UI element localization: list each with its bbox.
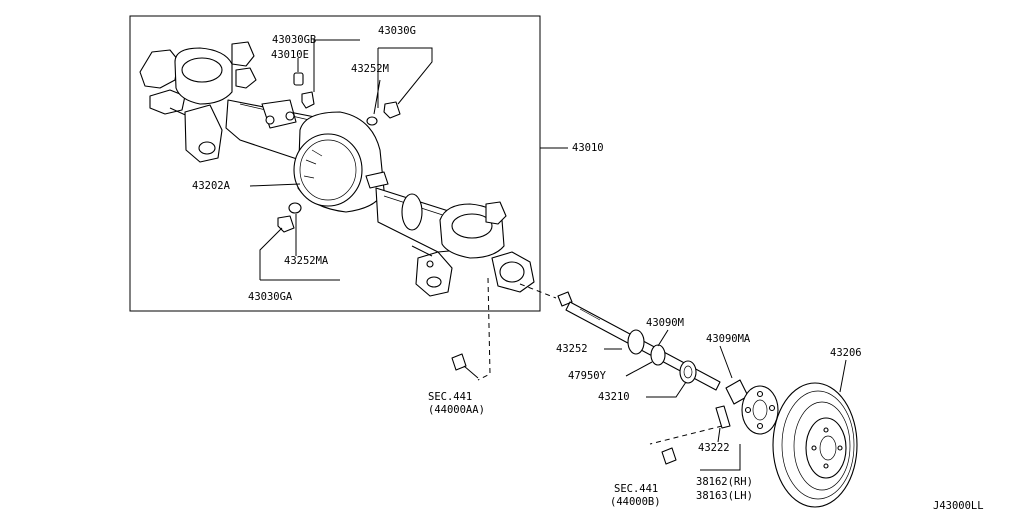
label-sec441-a: SEC.441 [428,391,472,403]
label-43010: 43010 [572,142,604,154]
hub-bolt-part [715,405,731,429]
breather-plug-part [301,91,315,109]
label-47950Y: 47950Y [568,370,607,382]
gasket-washer-part-upper [366,116,378,126]
axle-assembly-frame [129,15,541,312]
label-38163: 38163(LH) [696,490,753,502]
label-sec441-b: SEC.441 [614,483,658,495]
label-43202A: 43202A [192,180,231,192]
guide-hub-to-sec441b [649,425,723,445]
oil-seal-part [627,329,645,355]
label-43252M: 43252M [351,63,389,75]
label-43210: 43210 [598,391,630,403]
gasket-washer-part-lower [288,202,302,214]
label-43030GB: 43030GB [272,34,316,46]
label-43030GA: 43030GA [248,291,293,303]
guide-axle-to-sec441a [477,277,491,381]
label-43252: 43252 [556,343,588,355]
label-43222: 43222 [698,442,730,454]
brake-drum-illustration [772,382,858,508]
label-38162: 38162(RH) [696,476,753,488]
bearing-retainer-part [650,344,666,366]
axle-mount-bolt-part [451,353,467,371]
hub-flange-illustration [725,379,779,435]
breather-cap-part [293,72,304,86]
label-43206: 43206 [830,347,862,359]
diagram-code: J43000LL [933,500,984,512]
label-43252MA: 43252MA [284,255,329,267]
label-43090M: 43090M [646,317,684,329]
drain-plug-part-upper [383,101,401,119]
label-sec441-a-ref: (44000AA) [428,404,485,416]
guide-axle-to-shaft [519,283,557,299]
label-sec441-b-ref: (44000B) [610,496,661,508]
label-43030G: 43030G [378,25,416,37]
hub-mount-nut-part [661,447,677,465]
bearing-part [679,360,697,384]
leader-lines [249,39,847,471]
axle-housing-illustration [139,41,535,297]
label-43090MA: 43090MA [706,333,751,345]
label-43010E: 43010E [271,49,309,61]
